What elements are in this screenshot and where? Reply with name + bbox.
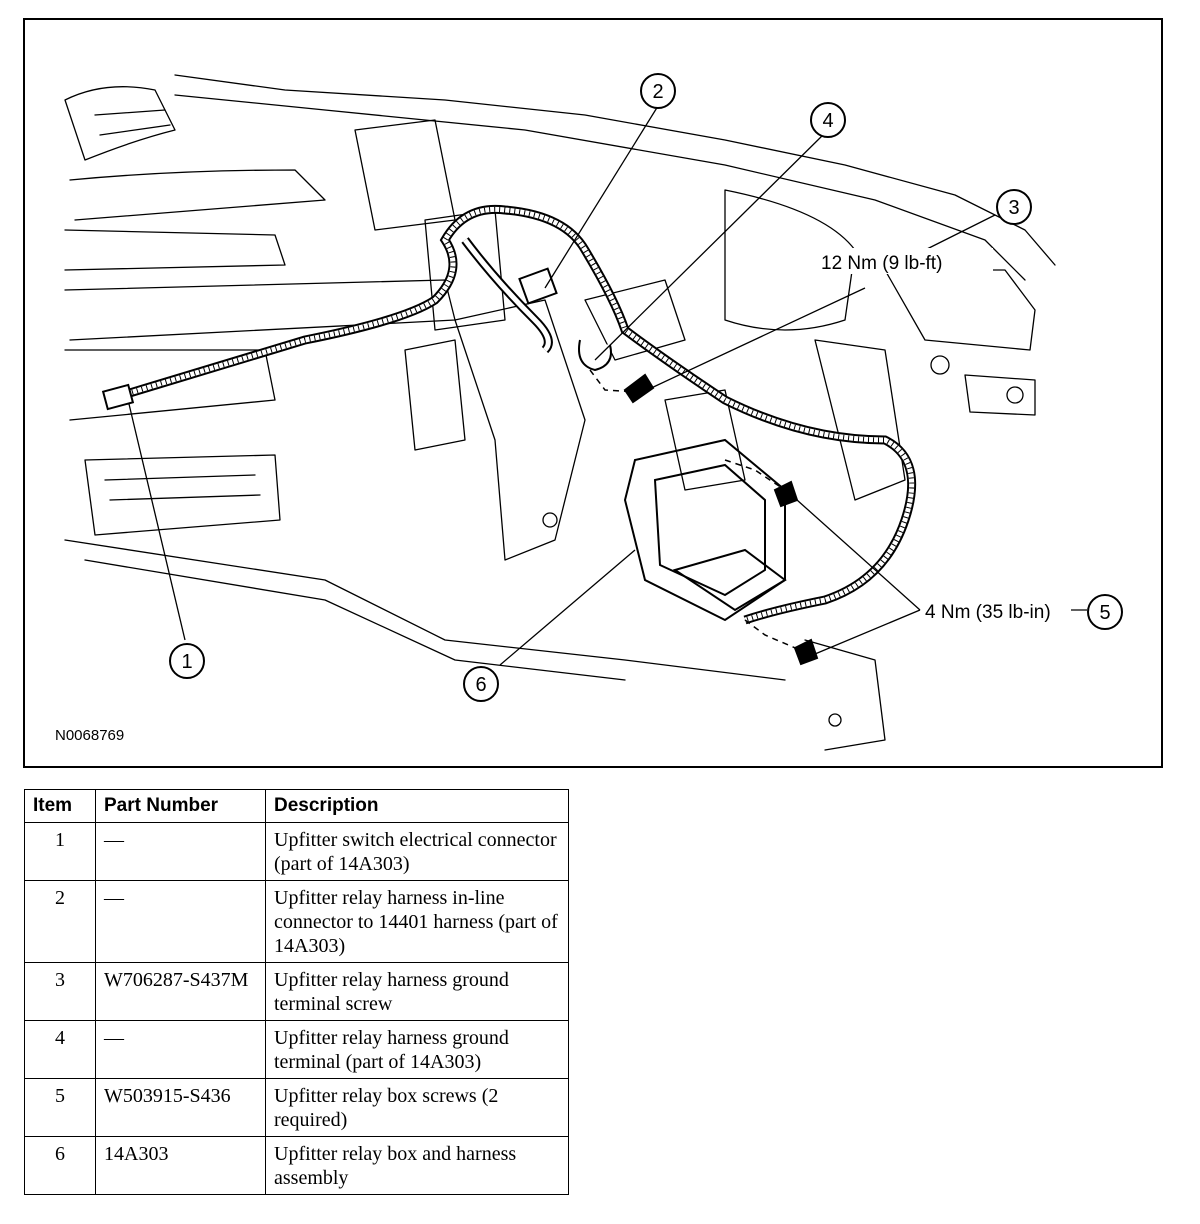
callout-2-label: 2 bbox=[652, 81, 663, 103]
table-row: 2 — Upfitter relay harness in-line conne… bbox=[24, 880, 569, 963]
ground-screw bbox=[623, 373, 655, 404]
torque-label-item5: 4 Nm (35 lb-in) bbox=[925, 602, 1051, 623]
relay-box bbox=[623, 438, 787, 622]
cell-part-number: W706287-S437M bbox=[95, 962, 266, 1021]
figure-id: N0068769 bbox=[55, 727, 125, 744]
exploded-view-figure: 1 2 3 4 5 6 12 Nm (9 lb-ft) 4 Nm (35 lb-… bbox=[23, 18, 1163, 768]
callout-3-label: 3 bbox=[1008, 197, 1019, 219]
callout-6-circle bbox=[463, 666, 499, 702]
leader-3 bbox=[924, 214, 996, 251]
cowl-edge-line bbox=[174, 74, 1056, 266]
parts-table: Item Part Number Description 1 — Upfitte… bbox=[24, 789, 569, 1195]
cell-description: Upfitter relay box screws (2 required) bbox=[265, 1078, 569, 1137]
inline-connector bbox=[518, 267, 558, 305]
cell-item: 3 bbox=[24, 962, 96, 1021]
lower-panel bbox=[84, 454, 281, 536]
table-header-row: Item Part Number Description bbox=[24, 789, 569, 823]
table-row: 4 — Upfitter relay harness ground termin… bbox=[24, 1020, 569, 1079]
ground-terminal bbox=[578, 339, 612, 372]
callout-5-label: 5 bbox=[1099, 602, 1110, 624]
cell-description: Upfitter relay harness ground terminal s… bbox=[265, 962, 569, 1021]
leader-1 bbox=[128, 403, 186, 641]
upper-crossbar bbox=[69, 169, 326, 221]
cell-description: Upfitter relay box and harness assembly bbox=[265, 1136, 569, 1195]
table-row: 1 — Upfitter switch electrical connector… bbox=[24, 822, 569, 881]
callout-4-circle bbox=[810, 102, 846, 138]
callout-3-circle bbox=[996, 189, 1032, 225]
cell-part-number: — bbox=[95, 880, 266, 963]
header-part-number: Part Number bbox=[95, 789, 266, 823]
cell-part-number: — bbox=[95, 822, 266, 881]
callout-6-label: 6 bbox=[475, 674, 486, 696]
cell-part-number: W503915-S436 bbox=[95, 1078, 266, 1137]
leader-torque-3 bbox=[646, 287, 866, 391]
callout-1-label: 1 bbox=[181, 651, 192, 673]
cell-description: Upfitter switch electrical connector (pa… bbox=[265, 822, 569, 881]
cell-description: Upfitter relay harness in-line connector… bbox=[265, 880, 569, 963]
cell-item: 2 bbox=[24, 880, 96, 963]
callout-2-circle bbox=[640, 73, 676, 109]
cell-item: 5 bbox=[24, 1078, 96, 1137]
callout-1-circle bbox=[169, 643, 205, 679]
callout-4-label: 4 bbox=[822, 110, 833, 132]
switch-connector bbox=[101, 383, 135, 411]
right-mount bbox=[884, 269, 1036, 351]
cross-member bbox=[64, 229, 286, 271]
relay-box-screw-lower bbox=[793, 638, 819, 666]
right-upper-bracket bbox=[724, 189, 856, 331]
table-row: 3 W706287-S437M Upfitter relay harness g… bbox=[24, 962, 569, 1021]
callout-5-circle bbox=[1087, 594, 1123, 630]
left-duct bbox=[64, 86, 176, 161]
dashboard-line-drawing: 1 2 3 4 5 6 12 Nm (9 lb-ft) 4 Nm (35 lb-… bbox=[64, 73, 1123, 751]
cell-item: 6 bbox=[24, 1136, 96, 1195]
table-row: 6 14A303 Upfitter relay box and harness … bbox=[24, 1136, 569, 1195]
header-description: Description bbox=[265, 789, 569, 823]
cell-item: 1 bbox=[24, 822, 96, 881]
leader-4 bbox=[594, 130, 828, 361]
leader-6 bbox=[499, 549, 636, 666]
center-bracket bbox=[354, 119, 456, 231]
cowl-inner-line bbox=[174, 94, 1026, 281]
leader-torque-5 bbox=[796, 499, 921, 655]
cell-item: 4 bbox=[24, 1020, 96, 1079]
table-row: 5 W503915-S436 Upfitter relay box screws… bbox=[24, 1078, 569, 1137]
lower-rail bbox=[64, 539, 786, 681]
header-item: Item bbox=[24, 789, 96, 823]
cell-part-number: 14A303 bbox=[95, 1136, 266, 1195]
center-support bbox=[454, 299, 586, 561]
cell-description: Upfitter relay harness ground terminal (… bbox=[265, 1020, 569, 1079]
cell-part-number: — bbox=[95, 1020, 266, 1079]
leader-2 bbox=[544, 105, 659, 289]
torque-label-item3: 12 Nm (9 lb-ft) bbox=[821, 253, 942, 274]
wire-harness bbox=[111, 204, 917, 625]
